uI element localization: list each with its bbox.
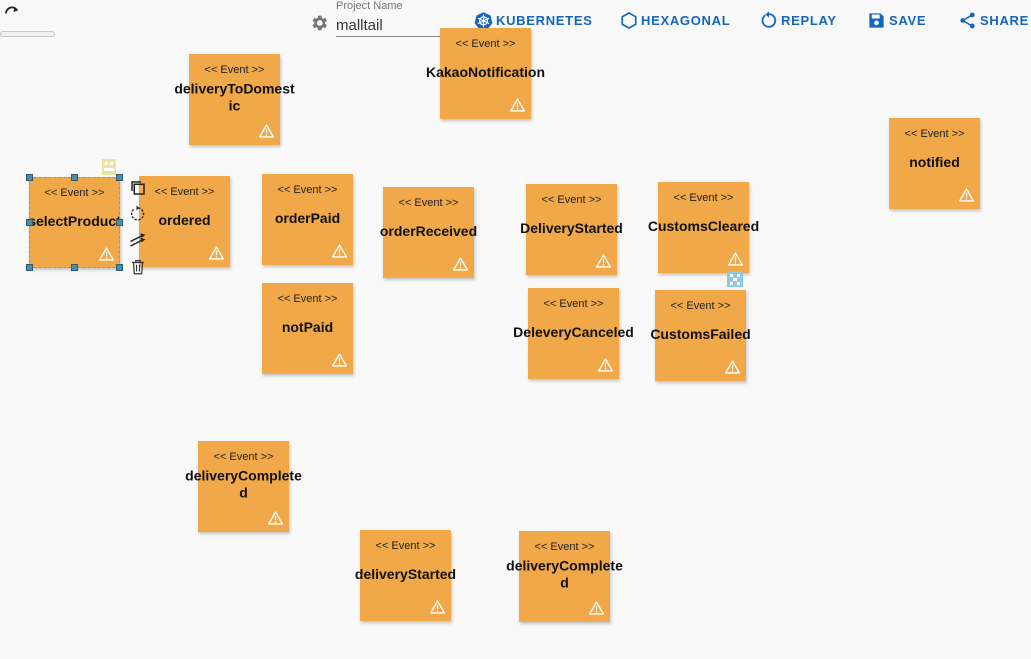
- sticker-name: orderReceived: [379, 222, 478, 239]
- sticker-stereotype: << Event >>: [455, 38, 516, 50]
- sticker-name: notPaid: [281, 318, 334, 335]
- sticker-stereotype: << Event >>: [154, 186, 215, 198]
- resize-handle[interactable]: [116, 219, 123, 226]
- warning-icon: [430, 600, 445, 614]
- event-sticker[interactable]: << Event >> ordered: [139, 176, 230, 267]
- resize-handle[interactable]: [116, 174, 123, 181]
- replay-icon: [761, 11, 777, 28]
- resize-handle[interactable]: [26, 219, 33, 226]
- sticker-stereotype: << Event >>: [277, 184, 338, 196]
- sticker-stereotype: << Event >>: [204, 64, 265, 76]
- event-sticker[interactable]: << Event >> deliveryStarted: [355, 530, 456, 621]
- sticker-name: deliveryToDomestic: [174, 79, 295, 113]
- event-sticker[interactable]: << Event >> deliveryCompleted: [506, 531, 623, 622]
- warning-icon: [259, 124, 274, 138]
- event-sticker[interactable]: << Event >> deliveryToDomestic: [174, 54, 295, 145]
- trash-icon[interactable]: [129, 258, 147, 276]
- sticker-name: selectProduct: [28, 212, 121, 229]
- resize-handle[interactable]: [26, 264, 33, 271]
- warning-icon: [268, 511, 283, 525]
- sticker-stereotype: << Event >>: [904, 128, 965, 140]
- sticker-name: CustomsFailed: [650, 325, 751, 342]
- event-sticker[interactable]: << Event >> DeleveryCanceled: [513, 288, 634, 379]
- event-sticker[interactable]: << Event >> selectProduct: [28, 177, 121, 268]
- resize-handle[interactable]: [71, 174, 78, 181]
- sticker-stereotype: << Event >>: [44, 187, 105, 199]
- event-sticker[interactable]: << Event >> CustomsCleared: [648, 182, 759, 273]
- kubernetes-button[interactable]: KUBERNETES: [474, 9, 593, 31]
- save-button[interactable]: SAVE: [867, 9, 926, 31]
- warning-icon: [725, 360, 740, 374]
- sticker-name: KakaoNotification: [425, 63, 545, 80]
- sticker-stereotype: << Event >>: [534, 541, 595, 553]
- project-name-label: Project Name: [336, 0, 403, 12]
- save-label: SAVE: [889, 12, 927, 28]
- save-icon: [869, 12, 884, 28]
- replay-button[interactable]: REPLAY: [760, 9, 837, 31]
- event-sticker[interactable]: << Event >> notified: [889, 118, 980, 209]
- hexagon-icon: [621, 11, 637, 29]
- resize-handle[interactable]: [71, 264, 78, 271]
- sticker-name: ordered: [158, 211, 211, 228]
- warning-icon: [332, 244, 347, 258]
- undo-icon[interactable]: [2, 3, 22, 21]
- kubernetes-icon: [474, 11, 493, 29]
- selection-outline: [29, 177, 120, 268]
- event-sticker[interactable]: << Event >> CustomsFailed: [650, 290, 751, 381]
- event-sticker[interactable]: << Event >> orderReceived: [380, 187, 477, 278]
- sticker-stereotype: << Event >>: [670, 300, 731, 312]
- sticker-name: notified: [909, 153, 960, 170]
- sticker-name: DeleveryCanceled: [513, 323, 634, 340]
- sticker-stereotype: << Event >>: [541, 194, 602, 206]
- toolbar: Project Name KUBERNETES HEXAGONAL REPLAY…: [0, 0, 1031, 40]
- sticker-stereotype: << Event >>: [375, 540, 436, 552]
- user-avatar-icon: [727, 271, 743, 287]
- event-sticker[interactable]: << Event >> deliveryCompleted: [185, 441, 302, 532]
- warning-icon: [596, 254, 611, 268]
- rotate-icon[interactable]: [129, 205, 147, 223]
- resize-handle[interactable]: [116, 264, 123, 271]
- project-name-input[interactable]: [336, 14, 452, 37]
- sticker-stereotype: << Event >>: [277, 293, 338, 305]
- sticker-stereotype: << Event >>: [673, 192, 734, 204]
- warning-icon: [453, 257, 468, 271]
- share-label: SHARE: [980, 12, 1030, 28]
- hexagonal-label: HEXAGONAL: [641, 12, 731, 28]
- event-sticker[interactable]: << Event >> orderPaid: [262, 174, 353, 265]
- kubernetes-label: KUBERNETES: [496, 12, 593, 28]
- warning-icon: [332, 353, 347, 367]
- share-icon: [960, 12, 975, 28]
- replay-label: REPLAY: [781, 12, 837, 28]
- share-button[interactable]: SHARE: [958, 9, 1029, 31]
- sticker-name: DeliveryStarted: [520, 219, 623, 236]
- sticker-name: orderPaid: [274, 209, 341, 226]
- sticker-name: deliveryCompleted: [506, 556, 623, 590]
- gear-icon[interactable]: [309, 13, 329, 33]
- resize-handle[interactable]: [26, 174, 33, 181]
- warning-icon: [959, 188, 974, 202]
- sticker-name: deliveryStarted: [354, 565, 457, 582]
- sticker-stereotype: << Event >>: [543, 298, 604, 310]
- hexagonal-button[interactable]: HEXAGONAL: [620, 9, 730, 31]
- sticker-name: deliveryCompleted: [185, 466, 302, 500]
- zoom-slider[interactable]: [0, 31, 55, 37]
- event-sticker[interactable]: << Event >> DeliveryStarted: [520, 184, 623, 275]
- warning-icon: [510, 98, 525, 112]
- warning-icon: [209, 246, 224, 260]
- sticker-stereotype: << Event >>: [398, 197, 459, 209]
- sticker-stereotype: << Event >>: [213, 451, 274, 463]
- warning-icon: [598, 358, 613, 372]
- copy-icon[interactable]: [129, 179, 147, 197]
- connect-arrow-icon[interactable]: [129, 231, 147, 249]
- sticker-name: CustomsCleared: [647, 217, 760, 234]
- warning-icon: [589, 601, 604, 615]
- event-sticker[interactable]: << Event >> notPaid: [262, 283, 353, 374]
- event-sticker[interactable]: << Event >> KakaoNotification: [426, 28, 545, 119]
- warning-icon: [728, 252, 743, 266]
- user-avatar-icon: [102, 159, 116, 175]
